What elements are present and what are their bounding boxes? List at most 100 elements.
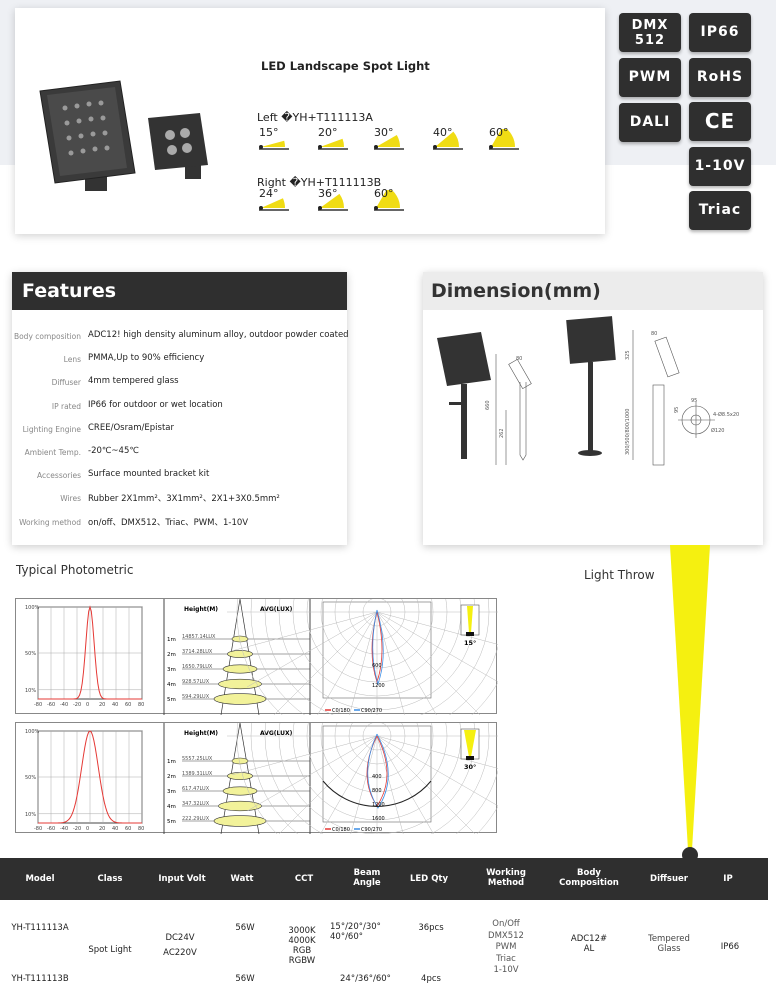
dim-80a: 80: [516, 356, 522, 362]
beam-angle-icon: 60°: [487, 126, 537, 151]
led-qty-a: 36pcs: [418, 923, 444, 933]
beam-icon: [464, 730, 476, 757]
x-tick-label: 60: [125, 826, 131, 832]
x-tick-label: -20: [73, 826, 81, 832]
working-method: On/Off: [492, 919, 520, 929]
ip-value: IP66: [720, 942, 740, 952]
beam-wedge: [259, 198, 289, 211]
input-volt: AC220V: [163, 948, 197, 958]
working-method: DMX512: [488, 930, 524, 941]
height-header: Height(M): [184, 606, 218, 613]
dim-95b: 95: [674, 407, 680, 413]
cct-value: 3000K: [288, 926, 316, 936]
dim-325: 325: [625, 350, 631, 360]
height-label: 3m: [167, 789, 176, 795]
beam-angle-icon: 36°: [316, 187, 366, 212]
polar-value: 1200: [372, 802, 385, 808]
beam-wedge: [489, 126, 519, 150]
right-model-label: Right �YH+T111113B: [257, 176, 382, 189]
x-tick-label: 20: [99, 826, 105, 832]
lux-value: 3714.28LUX: [182, 649, 213, 655]
pivot-dot: [259, 145, 263, 149]
beam-angle-icon: 24°: [257, 187, 307, 212]
lux-ellipse: [227, 650, 253, 658]
feature-label: Accessories: [37, 471, 81, 481]
x-tick-label: 40: [112, 702, 118, 708]
polar-spoke: [376, 611, 484, 719]
lamp-block: [466, 756, 474, 760]
dimension-drawing: 660 262 80 80 325 300/500/800/1000 95 95…: [437, 316, 739, 466]
column-header: IP: [723, 874, 733, 884]
pivot-dot: [259, 206, 263, 210]
x-tick-label: -80: [34, 702, 42, 708]
left-model-label: Left �YH+T111113A: [257, 111, 373, 124]
polar-arc: [322, 780, 432, 807]
pivot-dot: [318, 206, 322, 210]
lux-ellipse: [218, 800, 262, 812]
height-label: 5m: [167, 697, 176, 703]
beam-wedge: [318, 193, 348, 211]
column-header: Diffsuer: [650, 874, 688, 884]
light-throw-beam: [670, 545, 710, 863]
feature-label: Lighting Engine: [22, 424, 81, 434]
column-header: Input Volt: [158, 874, 206, 884]
led-grid: [62, 100, 110, 156]
beam-wedge: [433, 131, 463, 150]
column-header: CCT: [294, 874, 314, 884]
product-image: [39, 80, 208, 191]
polar-spoke: [246, 611, 378, 688]
polar-spoke: [376, 611, 508, 688]
badge-ip66: IP66: [689, 13, 751, 52]
watt-b: 56W: [235, 974, 255, 984]
polar-value: 800: [372, 788, 382, 794]
feature-value: on/off、DMX512、Triac、PWM、1-10V: [88, 517, 249, 528]
height-label: 4m: [167, 804, 176, 810]
lux-value: 1389.31LUX: [182, 771, 213, 777]
x-tick-label: -40: [60, 826, 68, 832]
feature-value: -20℃~45℃: [88, 446, 139, 456]
diffuser: Tempered Glass: [648, 934, 690, 954]
lamp-block: [466, 632, 474, 636]
watt-a: 56W: [235, 923, 255, 933]
beam-angle-b: 24°/36°/60°: [340, 974, 391, 984]
column-header: Beam Angle: [353, 868, 381, 888]
polar-value: 600: [372, 663, 382, 669]
beam-angle-icon: 60°: [372, 187, 422, 212]
angle-label: 20°: [318, 126, 338, 139]
lux-ellipse: [231, 757, 249, 765]
column-header: Working Method: [486, 868, 526, 888]
spec-table-header: [0, 858, 768, 900]
body-composition: ADC12# AL: [570, 934, 608, 954]
pivot-dot: [318, 145, 322, 149]
feature-label: IP rated: [51, 401, 81, 411]
lux-value: 1650.79LUX: [182, 664, 213, 670]
feature-value: 4mm tempered glass: [88, 376, 179, 387]
x-tick-label: 60: [125, 702, 131, 708]
beam-angle-label: 30°: [464, 763, 476, 771]
y-tick-label: 100%: [25, 605, 40, 611]
polar-spoke: [232, 611, 378, 652]
height-label: 5m: [167, 819, 176, 825]
polar-spoke: [270, 735, 378, 843]
beam-angle-icon: 30°: [372, 126, 422, 151]
beam-shape: [670, 545, 710, 850]
badge-ce: CE: [689, 102, 751, 141]
dimension-panel: Dimension(mm) 660 262 80 80 325 300/500/…: [423, 272, 763, 545]
intensity-curve: [38, 605, 142, 700]
lux-value: 347.32LUX: [182, 801, 210, 807]
model-a: YH-T111113A: [11, 923, 69, 933]
angle-label: 40°: [433, 126, 453, 139]
dim-660: 660: [485, 400, 491, 410]
x-tick-label: -20: [73, 702, 81, 708]
angle-label: 36°: [318, 187, 338, 200]
product-title: LED Landscape Spot Light: [261, 59, 430, 73]
x-tick-label: -60: [47, 702, 55, 708]
lux-ellipse: [227, 772, 253, 780]
c90-curve: [372, 609, 384, 686]
column-header: Model: [25, 874, 55, 884]
lux-header: AVG(LUX): [260, 606, 293, 613]
polar-spoke: [376, 735, 508, 812]
